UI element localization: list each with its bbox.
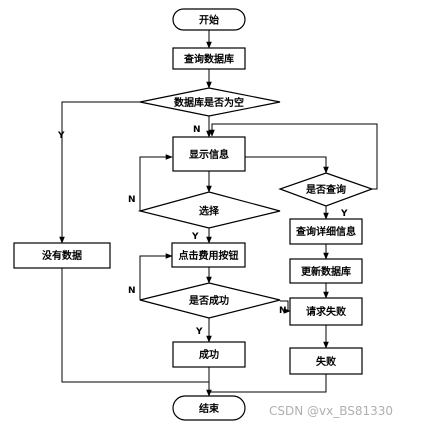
node-fail: 失败: [289, 347, 363, 375]
edge-select-no-loop: [139, 154, 173, 211]
node-db-empty-label: 数据库是否为空: [174, 96, 244, 109]
node-click-fee-label: 点击费用按钮: [179, 249, 239, 262]
label-request-fail-no: N: [279, 306, 287, 316]
node-request-fail: 请求失败: [289, 297, 363, 326]
node-is-success-label: 是否成功: [188, 294, 229, 307]
watermark-text: CSDN @vx_BS81330: [269, 404, 394, 418]
label-select-no: N: [128, 195, 136, 205]
node-success-label: 成功: [199, 348, 219, 361]
node-request-fail-label: 请求失败: [306, 305, 346, 318]
edge-labels: Y N Y N N Y Y N: [57, 125, 348, 337]
edge-is-success-no-loop: [139, 253, 173, 300]
edge-db-empty-to-no-data: [59, 101, 140, 244]
edge-is-success-to-request-fail: [280, 300, 291, 314]
label-is-success-yes: Y: [195, 327, 203, 337]
edge-show-info-to-is-query: [245, 156, 329, 174]
node-start-label: 开始: [199, 14, 219, 27]
node-is-success: 是否成功: [139, 282, 281, 319]
label-db-empty-yes: Y: [57, 131, 65, 141]
node-start: 开始: [172, 8, 246, 31]
node-success: 成功: [172, 341, 246, 368]
node-query-detail: 查询详细信息: [289, 218, 363, 245]
edge-no-data-to-end: [61, 268, 209, 383]
node-query-detail-label: 查询详细信息: [295, 225, 356, 238]
node-fail-label: 失败: [316, 355, 336, 368]
node-update-db-label: 更新数据库: [301, 265, 351, 278]
edges: [59, 30, 378, 397]
label-is-success-no: N: [128, 286, 136, 296]
label-select-yes: Y: [191, 232, 199, 242]
label-is-query-yes: Y: [340, 209, 348, 219]
node-query-db-label: 查询数据库: [183, 53, 234, 66]
label-db-empty-no: N: [193, 125, 201, 135]
node-show-info: 显示信息: [172, 136, 246, 172]
node-select: 选择: [137, 191, 281, 229]
node-is-query: 是否查询: [278, 172, 374, 207]
node-update-db: 更新数据库: [289, 258, 363, 284]
edge-is-query-loop: [209, 123, 378, 190]
node-end: 结束: [172, 395, 246, 421]
node-is-query-label: 是否查询: [305, 183, 346, 196]
node-show-info-label: 显示信息: [189, 148, 229, 161]
edge-fail-to-end: [209, 374, 327, 393]
node-click-fee: 点击费用按钮: [171, 242, 246, 268]
node-db-empty: 数据库是否为空: [139, 87, 281, 117]
node-select-label: 选择: [199, 205, 220, 218]
node-no-data: 没有数据: [13, 242, 111, 269]
node-query-db: 查询数据库: [172, 47, 246, 70]
node-no-data-label: 没有数据: [42, 249, 82, 262]
node-end-label: 结束: [199, 402, 220, 415]
